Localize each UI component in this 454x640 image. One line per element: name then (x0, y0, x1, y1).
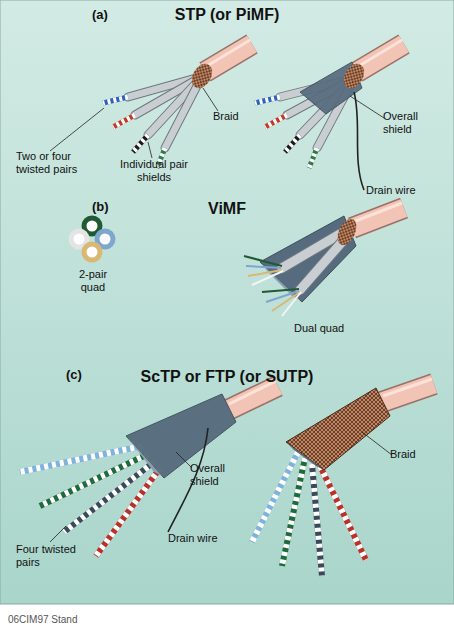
section-heading: (a) (92, 8, 122, 23)
twisted-pair (96, 468, 160, 556)
part-label: Braid (390, 448, 440, 461)
twisted-pair (312, 464, 322, 576)
drain-wire (354, 92, 364, 190)
quad-shield (300, 242, 342, 290)
stp-overall-shield-cable (255, 40, 404, 190)
section-heading: ViMF (127, 200, 327, 218)
figure-caption: 06CIM97 Stand (8, 614, 78, 625)
twisted-pair (255, 97, 280, 103)
shield-rim (288, 444, 324, 470)
cable-jacket (357, 44, 404, 72)
ftp-braid-cable (252, 379, 434, 576)
leader-line (50, 526, 66, 542)
leader-line (176, 452, 192, 468)
pair-shield (165, 84, 198, 148)
twisted-pair (103, 97, 128, 103)
quad-wire (246, 266, 281, 268)
cable-jacket (228, 386, 278, 410)
braid-shield (334, 216, 360, 248)
section-heading: STP (or PiMF) (127, 6, 327, 24)
part-label: Drain wire (366, 184, 446, 197)
quad-wire (244, 256, 282, 266)
twisted-pair (96, 468, 160, 556)
leader-line (203, 88, 218, 111)
twisted-pair (103, 97, 128, 103)
ftp-foil-cable (20, 381, 278, 556)
leader-line (362, 432, 392, 455)
leader-line (148, 142, 152, 158)
quad-shield (300, 242, 342, 290)
twisted-pair (255, 97, 280, 103)
background-panel (0, 0, 454, 604)
part-label: Drain wire (168, 532, 248, 545)
cable-jacket (205, 44, 252, 72)
quad-wire (262, 289, 299, 292)
part-label: Two or four twisted pairs (16, 150, 88, 175)
cable-jacket (228, 386, 278, 410)
braid-shield (340, 60, 369, 92)
leader-line (50, 108, 104, 151)
quad-conductor (84, 244, 100, 260)
part-label: Individual pair shields (118, 158, 190, 183)
twisted-pair (265, 115, 287, 127)
twisted-pair (312, 464, 322, 576)
quad-wire (252, 271, 283, 285)
section-heading: (c) (66, 368, 96, 383)
cable-jacket (357, 44, 404, 72)
twisted-pair (320, 466, 366, 560)
dual-quad-cable (244, 203, 404, 316)
jacket-highlight (207, 40, 250, 66)
quad-wire (272, 292, 300, 311)
twisted-pair (282, 458, 305, 566)
twisted-pair (320, 466, 366, 560)
quad-cross-section (71, 218, 113, 260)
section-heading: ScTP or FTP (or SUTP) (107, 368, 347, 386)
part-label: Four twisted pairs (16, 543, 88, 568)
shield-rim (128, 438, 162, 476)
part-label: 2-pair quad (66, 268, 120, 293)
part-label: Overall shield (190, 462, 250, 487)
pair-shield (165, 84, 198, 148)
jacket-highlight (383, 379, 432, 396)
twisted-pair (285, 135, 300, 152)
leader-line (350, 96, 384, 118)
part-label: Overall shield (383, 110, 443, 135)
twisted-pair (309, 148, 317, 168)
twisted-pair (113, 115, 135, 127)
twisted-pair (309, 148, 317, 168)
part-label: Braid (213, 110, 263, 123)
twisted-pair (113, 115, 135, 127)
braid-shield (286, 388, 390, 470)
twisted-pair (282, 458, 305, 566)
part-label: Dual quad (294, 322, 374, 335)
braid-shield (188, 60, 217, 92)
jacket-highlight (353, 203, 402, 222)
jacket-highlight (359, 40, 402, 66)
cable-jacket (205, 44, 252, 72)
quad-wire (282, 292, 301, 316)
twisted-pair (133, 135, 148, 152)
twisted-pair (133, 135, 148, 152)
twisted-pair (265, 115, 287, 127)
stp-braid-cable (50, 40, 252, 168)
twisted-pair (285, 135, 300, 152)
section-heading: (b) (92, 200, 122, 215)
